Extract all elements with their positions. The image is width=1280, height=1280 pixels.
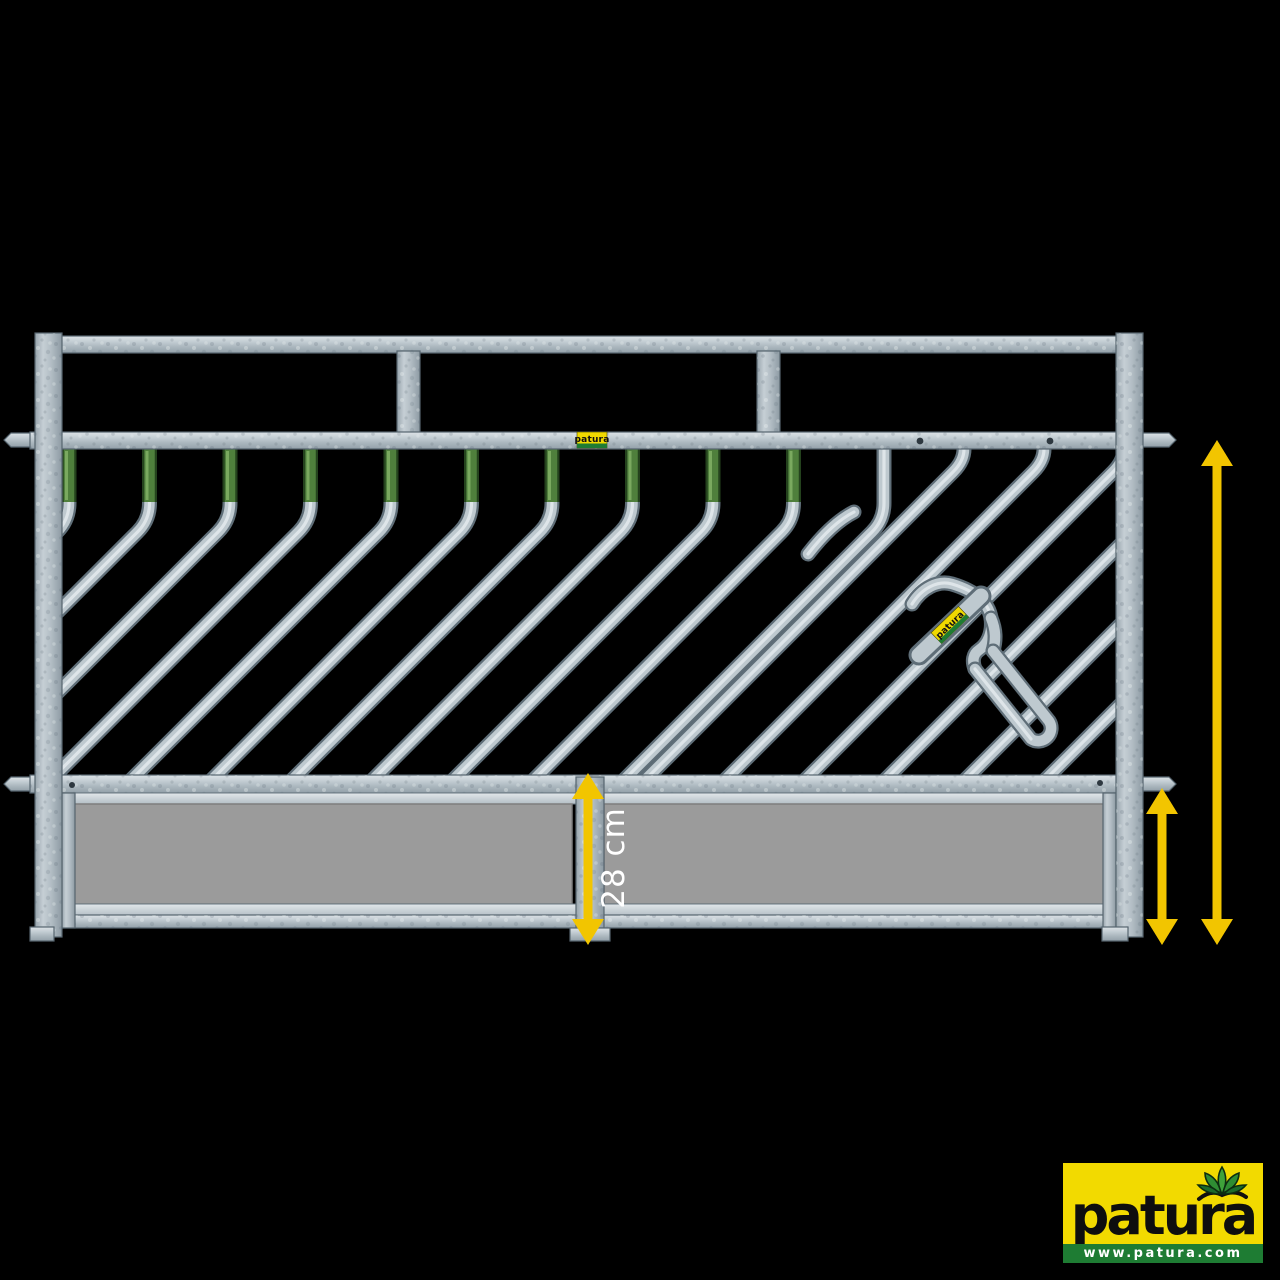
rail-sticker: patura bbox=[575, 431, 610, 449]
full-height-arrow bbox=[1201, 440, 1233, 945]
plank-end-channel-left bbox=[61, 792, 76, 929]
board-height-arrow bbox=[572, 773, 604, 945]
brand-logo: patura www.patura.com bbox=[1063, 1163, 1263, 1263]
feed-rail-stub-right bbox=[1140, 432, 1177, 448]
rail-sticker-text: patura bbox=[575, 435, 610, 445]
release-hook-arc bbox=[904, 575, 1003, 677]
diagonal-bar-lattice: patura bbox=[0, 449, 1280, 802]
plank-panel-right bbox=[603, 803, 1105, 905]
plank-end-channel-right bbox=[1102, 792, 1117, 929]
bolt-hole bbox=[1097, 780, 1103, 786]
lower-rail-stub-right bbox=[1140, 776, 1177, 792]
logo-wordmark: patura bbox=[1070, 1184, 1258, 1247]
plank-panel-left bbox=[73, 803, 573, 905]
safety-release-mechanism: patura bbox=[800, 504, 1059, 749]
board-height-label: 28 cm bbox=[596, 807, 632, 909]
right-post-foot bbox=[1101, 926, 1129, 942]
bolt-hole bbox=[916, 437, 924, 445]
diagonal-bar bbox=[1023, 449, 1280, 802]
bolt-hole bbox=[69, 782, 75, 788]
logo-leaves-icon bbox=[1196, 1165, 1248, 1201]
release-hairpin-bar bbox=[967, 643, 1059, 749]
dimension-arrows bbox=[572, 440, 1233, 945]
logo-website: www.patura.com bbox=[1063, 1244, 1263, 1263]
bolt-hole bbox=[1046, 437, 1054, 445]
left-post-foot bbox=[29, 926, 55, 942]
release-elbow bbox=[800, 504, 862, 562]
lower-section-height-arrow bbox=[1146, 788, 1178, 945]
